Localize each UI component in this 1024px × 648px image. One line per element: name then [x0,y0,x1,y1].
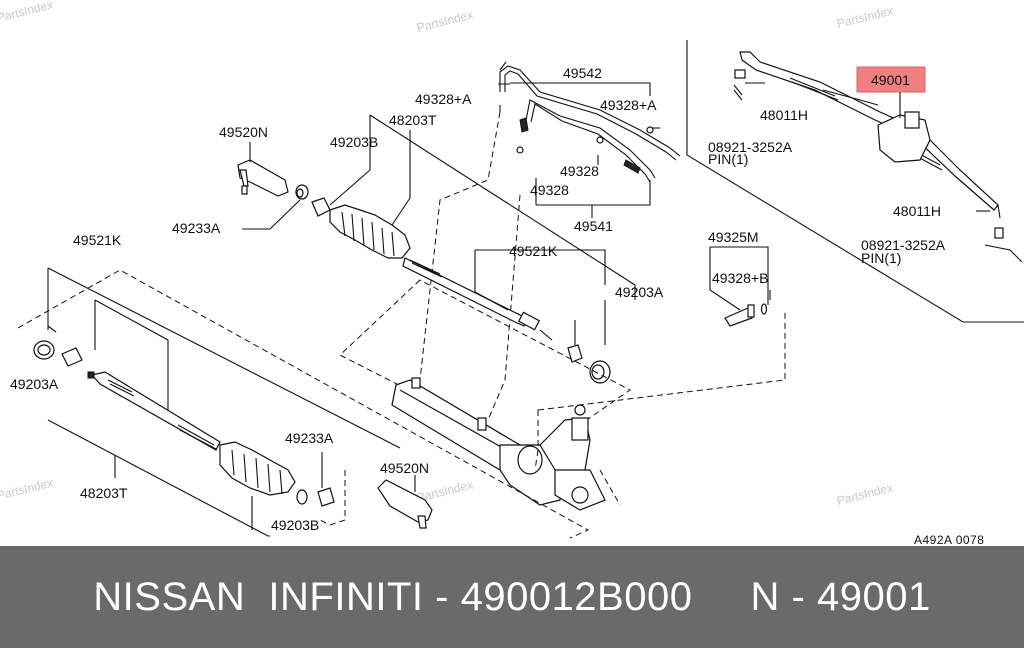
hydraulic-line-49542 [498,61,681,161]
label-48203t[interactable]: 48203T [389,112,437,128]
part-number-highlight [856,66,926,93]
label-49203b[interactable]: 49203B [330,134,378,150]
clip-49521k-upper [567,344,583,363]
clamp-49233a-upper [295,184,309,200]
inner-tie-rod-lower [87,371,221,451]
label-49233a[interactable]: 49233A [172,220,221,236]
watermark: PartsIndex [415,7,474,34]
clamp-49233a-lower [296,489,308,505]
watermark: PartsIndex [0,475,54,502]
fitting-49325m [724,303,768,327]
rack-assembly-overview [733,51,1023,263]
label-48203t[interactable]: 48203T [80,485,128,501]
clamp-49203a-upper [589,360,611,384]
part-number-caption: NISSAN INFINITI - 490012B000 N - 49001 [93,574,931,619]
steering-boot-upper [329,204,411,259]
label-08921-3252a[interactable]: 08921-3252A [861,237,946,253]
label-49233a[interactable]: 49233A [285,430,334,446]
label-49328-plus-a[interactable]: 49328+A [415,91,472,107]
label-49521k[interactable]: 49521K [509,243,558,259]
label-49520n[interactable]: 49520N [380,460,429,476]
diagram-code: A492A 0078 [914,533,984,546]
label-49542[interactable]: 49542 [563,65,602,81]
watermark: PartsIndex [0,0,54,25]
parts-diagram: PartsIndex PartsIndex PartsIndex PartsIn… [0,0,1024,546]
clamp-49203a-lower [33,325,57,360]
label-49541[interactable]: 49541 [574,218,613,234]
inner-tie-rod-upper [402,257,553,341]
hydraulic-line-49541 [516,99,656,183]
tie-rod-end-lower [377,479,433,529]
label-49203b[interactable]: 49203B [271,517,319,533]
steering-boot-lower [219,441,296,496]
steering-rack-housing [391,377,606,511]
label-49520n[interactable]: 49520N [219,124,268,140]
label-49328[interactable]: 49328 [560,163,599,179]
label-48011h[interactable]: 48011H [760,107,808,123]
label-49325m[interactable]: 49325M [708,229,759,245]
label-49203a[interactable]: 49203A [10,376,59,392]
tie-rod-end-upper [237,159,289,197]
clip-49203b-lower [317,487,335,507]
watermark: PartsIndex [835,480,894,507]
label-08921-3252a[interactable]: 08921-3252A [708,139,793,155]
label-49328[interactable]: 49328 [530,182,569,198]
label-49203a[interactable]: 49203A [615,284,664,300]
label-49521k[interactable]: 49521K [73,232,122,248]
clip-49521k-lower [61,347,83,367]
clip-49203b-upper [311,197,331,217]
footer-bar: NISSAN INFINITI - 490012B000 N - 49001 [0,546,1024,648]
label-49328-plus-b[interactable]: 49328+B [712,270,768,286]
label-pin[interactable]: PIN(1) [708,151,748,167]
label-49001[interactable]: 49001 [871,72,910,88]
label-49328-plus-a[interactable]: 49328+A [600,97,657,113]
watermark: PartsIndex [835,3,894,30]
label-48011h[interactable]: 48011H [893,203,941,219]
label-pin[interactable]: PIN(1) [861,250,901,266]
